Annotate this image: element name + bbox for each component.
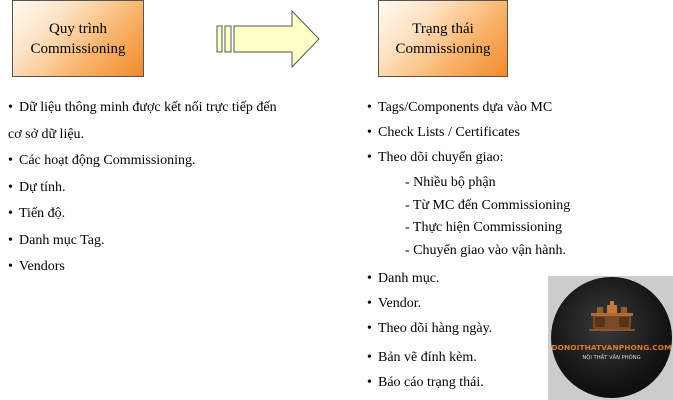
list-item: cơ sở dữ liệu. <box>8 126 85 142</box>
office-furniture-icon <box>589 301 635 331</box>
sub-list-item: - Từ MC đến Commissioning <box>405 197 571 213</box>
list-item: •Dữ liệu thông minh được kết nối trực ti… <box>8 98 277 125</box>
list-item: •Theo dõi hàng ngày. <box>367 319 570 348</box>
list-item: •Vendor. <box>367 294 570 319</box>
logo-disc: DONOITHATVANPHONG.COM NỘI THẤT VĂN PHÒNG <box>551 277 672 398</box>
status-box-line2: Commissioning <box>395 40 491 57</box>
list-item: •Bản vẽ đính kèm. <box>367 348 570 373</box>
bullet-icon: • <box>8 100 13 115</box>
list-item: •Các hoạt động Commissioning. <box>8 151 277 178</box>
bullet-icon: • <box>367 321 372 336</box>
logo-tagline-text: NỘI THẤT VĂN PHÒNG <box>582 355 641 361</box>
logo-brand-text: DONOITHATVANPHONG.COM <box>551 343 672 352</box>
sub-list-item: - Nhiều bộ phận <box>405 175 496 190</box>
bullet-icon: • <box>367 125 372 140</box>
process-feature-list: •Dữ liệu thông minh được kết nối trực ti… <box>8 98 277 284</box>
list-item: •Tiến độ. <box>8 204 277 231</box>
bullet-icon: • <box>367 374 372 390</box>
list-item: •Vendors <box>8 257 277 284</box>
watermark-logo: DONOITHATVANPHONG.COM NỘI THẤT VĂN PHÒNG <box>548 276 673 400</box>
bullet-icon: • <box>8 259 13 274</box>
process-box-line2: Commissioning <box>30 40 126 57</box>
bullet-icon: • <box>367 296 372 311</box>
status-box-line1: Trạng thái <box>412 20 474 37</box>
list-item: •Tags/Components dựa vào MC <box>367 98 570 123</box>
bullet-icon: • <box>367 349 372 365</box>
right-arrow-icon <box>216 10 320 69</box>
list-item: •Báo cáo trạng thái. <box>367 373 570 398</box>
bullet-icon: • <box>8 153 13 168</box>
status-feature-list: •Tags/Components dựa vào MC •Check Lists… <box>367 98 570 398</box>
bullet-icon: • <box>367 100 372 115</box>
process-box: Quy trình Commissioning <box>12 0 144 77</box>
list-item: •Dự tính. <box>8 178 277 205</box>
bullet-icon: • <box>8 179 13 195</box>
list-item: •Danh mục. <box>367 269 570 294</box>
list-item: •Check Lists / Certificates <box>367 123 570 148</box>
sub-list-item: - Thực hiện Commissioning <box>405 220 563 235</box>
list-item: •Theo dõi chuyển giao: <box>367 148 570 173</box>
bullet-icon: • <box>8 206 13 221</box>
list-item: •Danh mục Tag. <box>8 231 277 258</box>
bullet-icon: • <box>367 150 372 165</box>
sub-list-item: - Chuyển giao vào vận hành. <box>405 242 566 258</box>
bullet-icon: • <box>8 232 13 248</box>
bullet-icon: • <box>367 271 372 286</box>
process-box-line1: Quy trình <box>49 20 107 37</box>
status-box: Trạng thái Commissioning <box>378 0 508 77</box>
